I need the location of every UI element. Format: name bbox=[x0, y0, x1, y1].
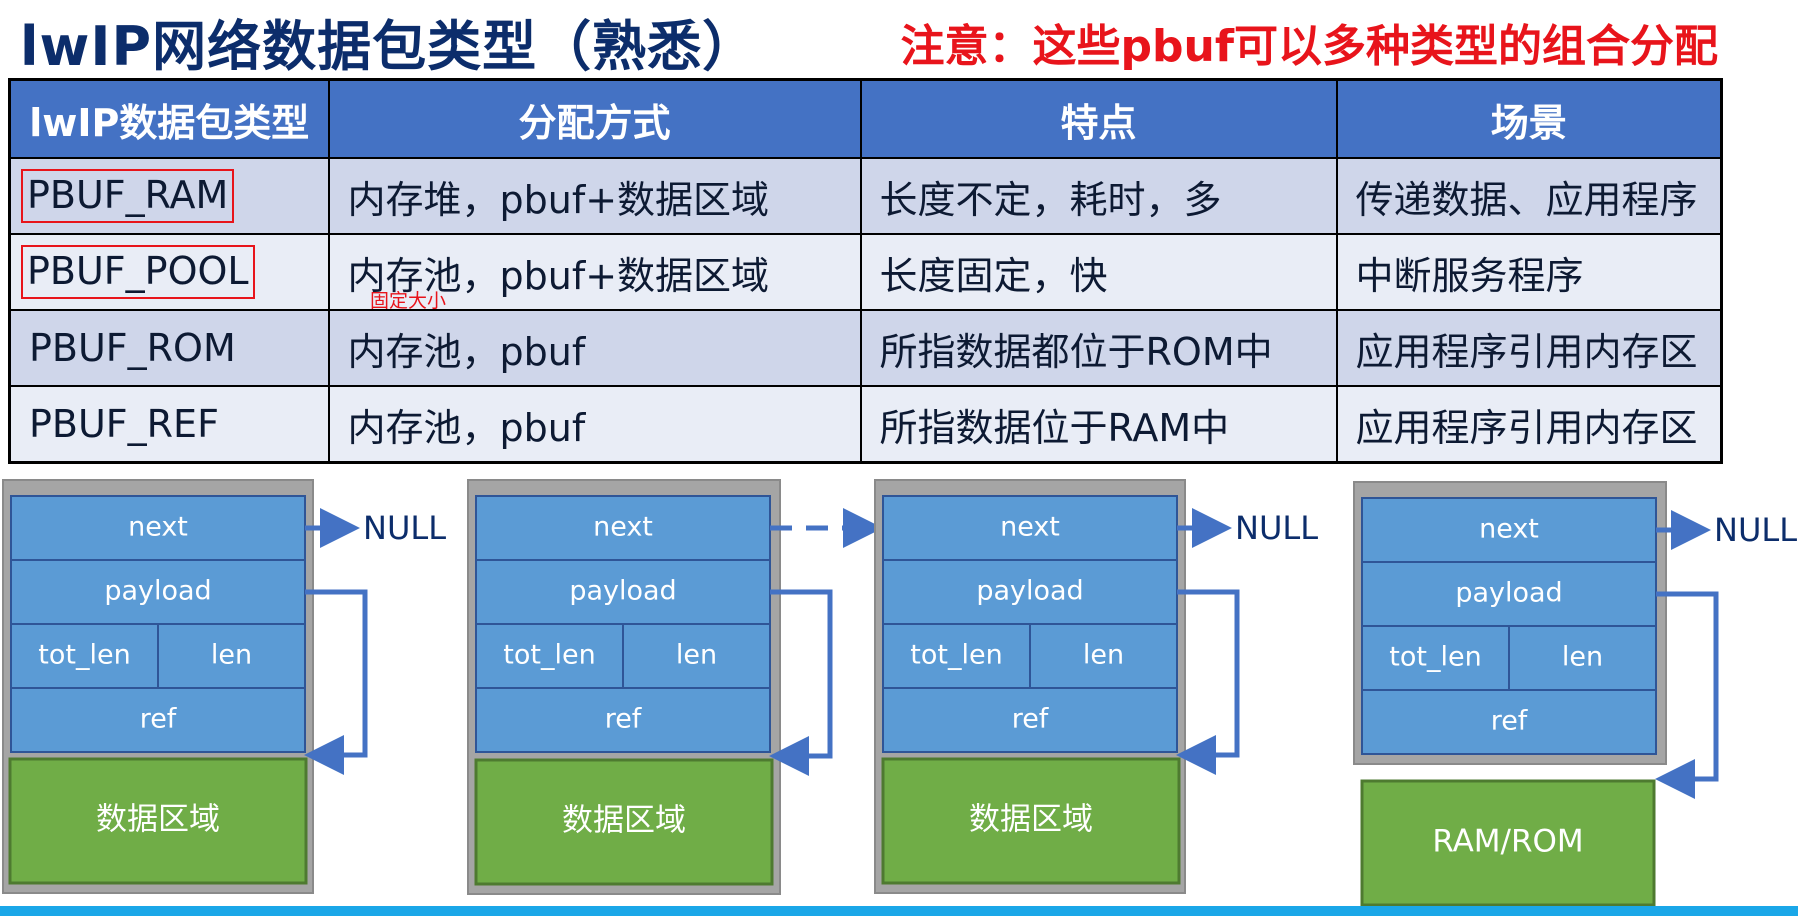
tot-len-label: tot_len bbox=[910, 640, 1002, 671]
data-area-label: 数据区域 bbox=[96, 802, 220, 838]
null-label: NULL bbox=[1235, 509, 1318, 547]
payload-arrow bbox=[304, 589, 368, 775]
payload-field bbox=[475, 559, 771, 625]
data-area bbox=[474, 758, 774, 886]
payload-field bbox=[882, 559, 1178, 625]
allocation-cell: 内存池，pbuf+数据区域 bbox=[327, 233, 862, 311]
pbuf-block: next payload tot_len len ref 数据区域 NULL bbox=[2, 479, 446, 894]
note-text: 注意：这些pbuf可以多种类型的组合分配 bbox=[900, 21, 1718, 72]
len-field bbox=[157, 623, 306, 689]
type-cell: PBUF_ROM bbox=[8, 309, 330, 387]
table-row: PBUF_POOL 内存池，pbuf+数据区域 长度固定，快 中断服务程序 bbox=[8, 233, 1723, 311]
len-label: len bbox=[1562, 642, 1603, 673]
next-label: next bbox=[593, 512, 653, 543]
payload-label: payload bbox=[569, 576, 676, 607]
len-label: len bbox=[676, 640, 717, 671]
next-field bbox=[10, 495, 306, 561]
payload-label: payload bbox=[104, 576, 211, 607]
next-label: next bbox=[1000, 512, 1060, 543]
tot-len-label: tot_len bbox=[503, 640, 595, 671]
next-field bbox=[475, 495, 771, 561]
scenario-cell: 传递数据、应用程序 bbox=[1335, 157, 1723, 235]
data-area bbox=[1360, 779, 1656, 907]
payload-label: payload bbox=[976, 576, 1083, 607]
tot-len-label: tot_len bbox=[1389, 642, 1481, 673]
len-label: len bbox=[211, 640, 252, 671]
len-field bbox=[622, 623, 771, 689]
tot-len-label: tot_len bbox=[38, 640, 130, 671]
tot-len-field bbox=[882, 623, 1031, 689]
next-field bbox=[882, 495, 1178, 561]
data-area-label: 数据区域 bbox=[969, 802, 1093, 838]
type-cell: PBUF_POOL bbox=[8, 233, 330, 311]
header-type: lwIP数据包类型 bbox=[8, 78, 330, 159]
type-cell: PBUF_REF bbox=[8, 385, 330, 464]
data-area bbox=[8, 757, 308, 885]
scenario-cell: 应用程序引用内存区 bbox=[1335, 385, 1723, 464]
highlight-box: PBUF_RAM bbox=[21, 169, 235, 223]
null-label: NULL bbox=[1714, 511, 1797, 549]
ref-field bbox=[10, 687, 306, 753]
payload-field bbox=[1361, 561, 1657, 627]
pbuf-block: next payload tot_len len ref 数据区域 NULL bbox=[874, 479, 1318, 894]
highlight-box: PBUF_POOL bbox=[21, 245, 255, 299]
feature-cell: 长度固定，快 bbox=[859, 233, 1338, 311]
payload-arrow bbox=[1655, 591, 1719, 799]
header-scenario: 场景 bbox=[1335, 78, 1723, 159]
fixed-size-annotation: 固定大小 bbox=[370, 290, 447, 312]
pbuf-type-table: lwIP数据包类型 分配方式 特点 场景 PBUF_RAM 内存堆，pbuf+数… bbox=[8, 78, 1723, 464]
next-label: next bbox=[1479, 514, 1539, 545]
ref-label: ref bbox=[1491, 706, 1529, 737]
allocation-cell: 内存池，pbuf bbox=[327, 309, 862, 387]
payload-arrow bbox=[1176, 589, 1240, 775]
payload-arrow bbox=[769, 589, 833, 776]
header-feature: 特点 bbox=[859, 78, 1338, 159]
data-area-label: 数据区域 bbox=[562, 803, 686, 839]
allocation-cell: 内存池，pbuf bbox=[327, 385, 862, 464]
len-field bbox=[1508, 625, 1657, 691]
ref-label: ref bbox=[1012, 704, 1050, 735]
ref-label: ref bbox=[605, 704, 643, 735]
next-label: next bbox=[128, 512, 188, 543]
table-row: PBUF_RAM 内存堆，pbuf+数据区域 长度不定，耗时，多 传递数据、应用… bbox=[8, 157, 1723, 235]
type-cell: PBUF_RAM bbox=[8, 157, 330, 235]
scenario-cell: 中断服务程序 bbox=[1335, 233, 1723, 311]
ref-field bbox=[475, 687, 771, 753]
page-title: lwIP网络数据包类型（熟悉） bbox=[20, 15, 758, 78]
payload-label: payload bbox=[1455, 578, 1562, 609]
payload-field bbox=[10, 559, 306, 625]
table-row: PBUF_ROM 内存池，pbuf 所指数据都位于ROM中 应用程序引用内存区 bbox=[8, 309, 1723, 387]
ref-field bbox=[882, 687, 1178, 753]
feature-cell: 所指数据都位于ROM中 bbox=[859, 309, 1338, 387]
data-area-label: RAM/ROM bbox=[1432, 824, 1583, 860]
pbuf-block: next payload tot_len len ref 数据区域 bbox=[467, 479, 883, 895]
feature-cell: 长度不定，耗时，多 bbox=[859, 157, 1338, 235]
ref-label: ref bbox=[140, 704, 178, 735]
ref-field bbox=[1361, 689, 1657, 755]
len-label: len bbox=[1083, 640, 1124, 671]
header-allocation: 分配方式 bbox=[327, 78, 862, 159]
tot-len-field bbox=[475, 623, 624, 689]
allocation-cell: 内存堆，pbuf+数据区域 bbox=[327, 157, 862, 235]
table-header-row: lwIP数据包类型 分配方式 特点 场景 bbox=[8, 78, 1723, 159]
tot-len-field bbox=[10, 623, 159, 689]
null-label: NULL bbox=[363, 509, 446, 547]
feature-cell: 所指数据位于RAM中 bbox=[859, 385, 1338, 464]
scenario-cell: 应用程序引用内存区 bbox=[1335, 309, 1723, 387]
data-area bbox=[881, 757, 1181, 885]
table-row: PBUF_REF 内存池，pbuf 所指数据位于RAM中 应用程序引用内存区 bbox=[8, 385, 1723, 464]
bottom-accent-bar bbox=[0, 906, 1798, 916]
